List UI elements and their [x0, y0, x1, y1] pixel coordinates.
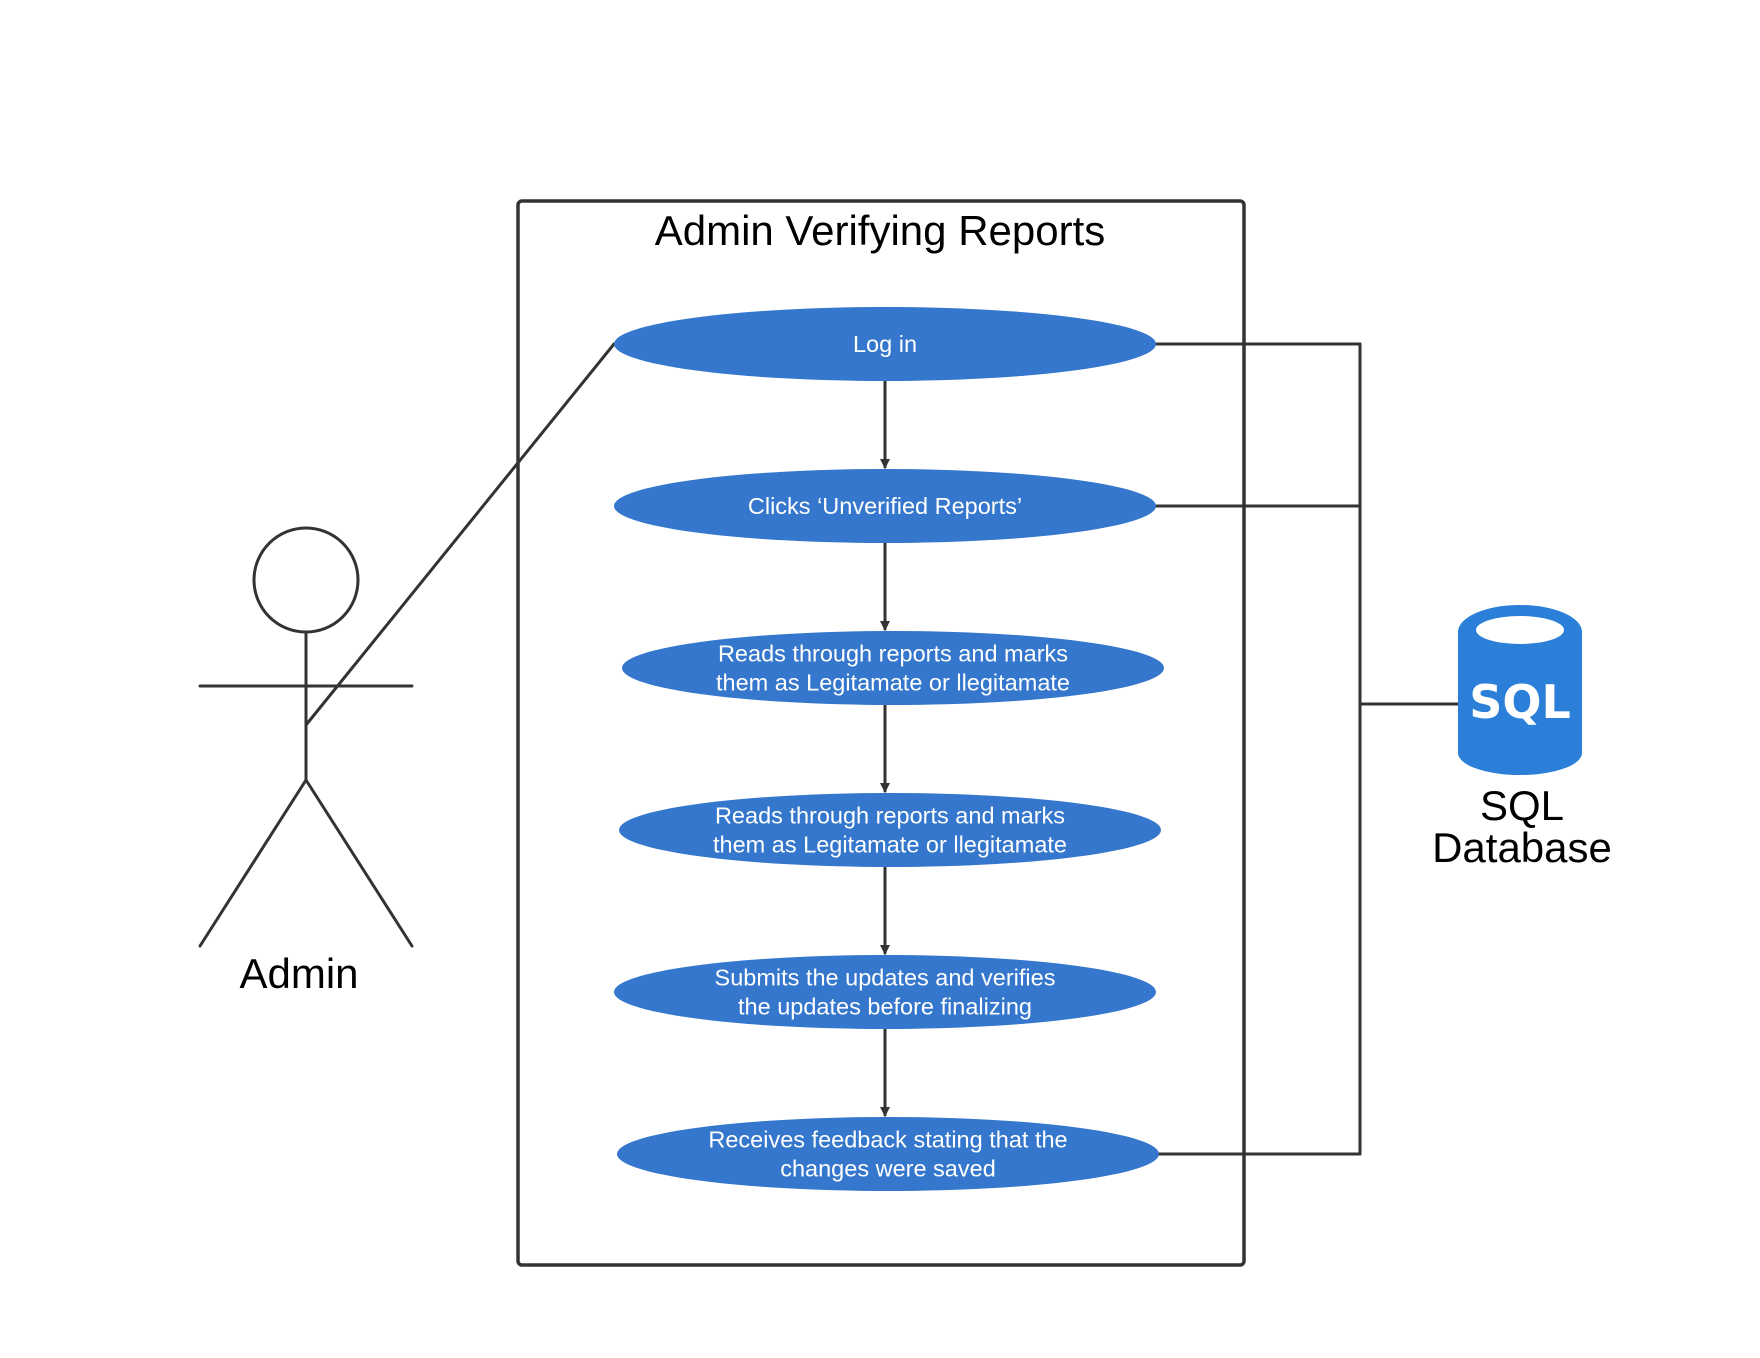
use-case-label: them as Legitamate or llegitamate [713, 832, 1067, 858]
actor-left-leg [198, 778, 308, 948]
use-case-label: Receives feedback stating that the [708, 1127, 1067, 1153]
use-case-label: Clicks ‘Unverified Reports’ [748, 493, 1022, 519]
use-case-label: Submits the updates and verifies [715, 965, 1056, 991]
use-cases: Log in Clicks ‘Unverified Reports’ Reads t… [614, 307, 1164, 1191]
use-case-ellipse [622, 631, 1164, 705]
database-name-line2: Database [1432, 824, 1612, 871]
database-cylinder-body [1458, 632, 1582, 775]
use-case-5: Submits the updates and verifies the upda… [614, 955, 1156, 1029]
use-case-label: Reads through reports and marks [715, 803, 1065, 829]
use-case-label: them as Legitamate or llegitamate [716, 670, 1070, 696]
admin-actor [198, 526, 414, 948]
use-case-4: Reads through reports and marks them as L… [619, 793, 1161, 867]
use-case-ellipse [614, 955, 1156, 1029]
database-cylinder-top-inner [1476, 616, 1564, 644]
system-title: Admin Verifying Reports [655, 207, 1106, 254]
use-case-label: the updates before finalizing [738, 994, 1032, 1020]
use-case-1: Log in [614, 307, 1156, 381]
use-case-ellipse [614, 469, 1156, 543]
use-case-3: Reads through reports and marks them as L… [622, 631, 1164, 705]
use-case-6: Receives feedback stating that the change… [617, 1117, 1159, 1191]
actor-name: Admin [239, 950, 358, 997]
database-icon-label: SQL [1469, 675, 1571, 729]
sql-database-icon: SQL [1458, 605, 1582, 775]
use-case-ellipse [619, 793, 1161, 867]
use-case-label: Log in [853, 331, 917, 357]
actor-right-leg [304, 778, 414, 948]
use-case-2: Clicks ‘Unverified Reports’ [614, 469, 1156, 543]
use-case-ellipse [617, 1117, 1159, 1191]
database-name-line1: SQL [1480, 782, 1564, 829]
use-case-label: changes were saved [780, 1156, 996, 1182]
actor-head [252, 526, 360, 634]
use-case-ellipse [614, 307, 1156, 381]
database-connectors [1152, 342, 1460, 1156]
system-boundary [516, 199, 1246, 1267]
use-case-label: Reads through reports and marks [718, 641, 1068, 667]
actor-association-line [304, 342, 616, 727]
